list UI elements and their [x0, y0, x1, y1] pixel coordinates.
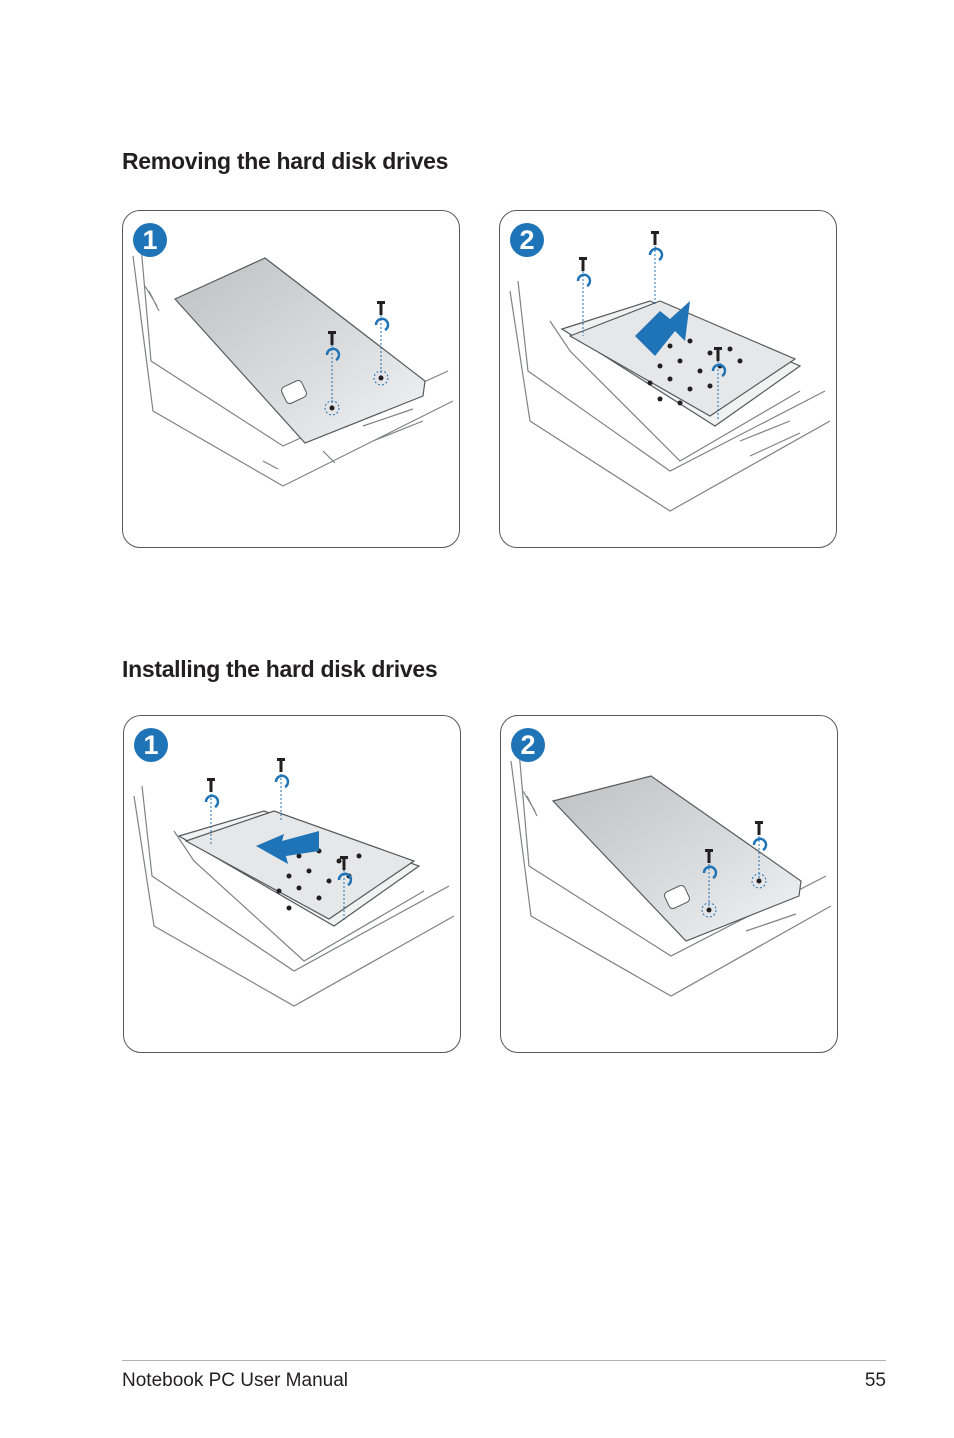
drive-install-illustration [133, 758, 455, 1007]
installing-step-2-panel: 2 [500, 715, 838, 1053]
step-number-badge: 2 [511, 728, 545, 762]
footer-manual-title: Notebook PC User Manual [122, 1370, 348, 1391]
section-title-installing: Installing the hard disk drives [122, 656, 438, 682]
installing-step-1-panel: 1 [123, 715, 461, 1053]
step-number-badge: 1 [134, 728, 168, 762]
removing-step-2-panel: 2 [499, 210, 837, 548]
cover-removal-illustration [132, 245, 454, 487]
step-number-badge: 2 [510, 223, 544, 257]
removing-step-1-panel: 1 [122, 210, 460, 548]
cover-install-illustration [510, 750, 832, 997]
drive-removal-illustration [509, 231, 831, 512]
section-title-removing: Removing the hard disk drives [122, 148, 449, 174]
step-number-badge: 1 [133, 223, 167, 257]
footer-divider [122, 1360, 886, 1361]
footer-page-number: 55 [864, 1370, 886, 1391]
